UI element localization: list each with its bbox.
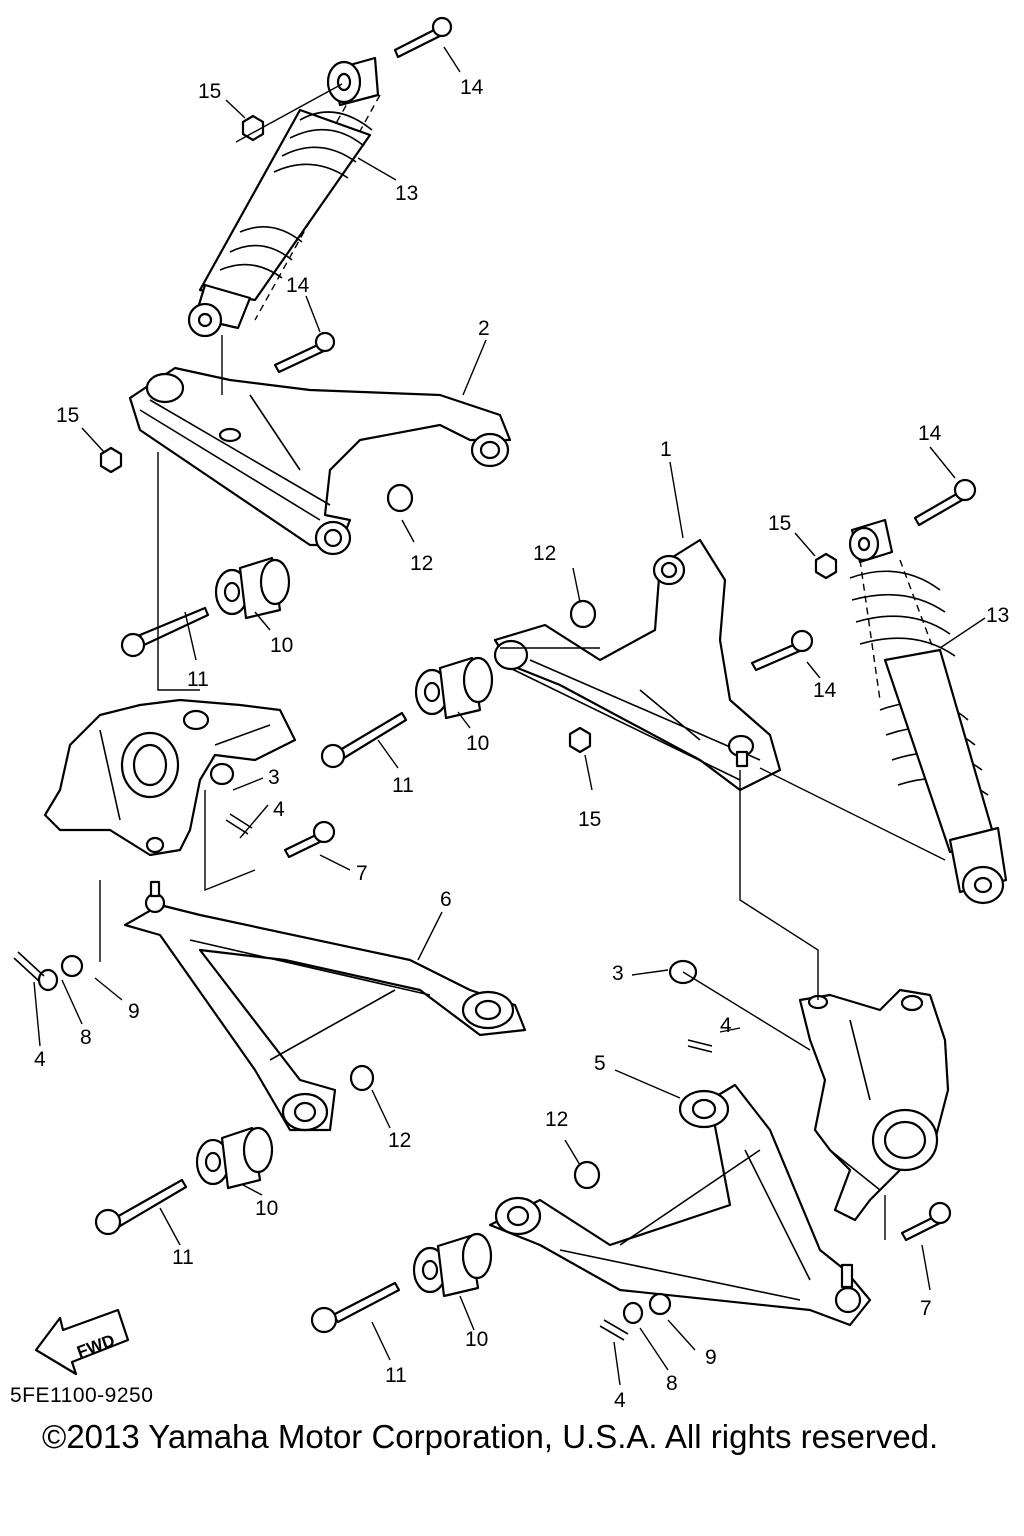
- callout-4-right: 4: [720, 1014, 732, 1037]
- callout-9-right: 9: [705, 1346, 717, 1369]
- callout-8-right: 8: [666, 1372, 678, 1395]
- callout-8-left: 8: [80, 1026, 92, 1049]
- callout-4-lower-right: 4: [614, 1389, 626, 1412]
- callout-12-lower-left: 12: [388, 1129, 411, 1152]
- bolt-7-left: [283, 820, 336, 859]
- steering-knuckle-left: [43, 698, 297, 857]
- bolt-14-top: [393, 16, 453, 59]
- callout-leaders: [33, 46, 986, 1386]
- callout-15-top: 15: [198, 80, 221, 103]
- bolt-11-lower-right: [310, 1281, 401, 1334]
- bolt-14-upper-arm: [273, 331, 336, 374]
- bushing-set-upper-left: [214, 556, 291, 620]
- callout-4-upper-left: 4: [273, 798, 285, 821]
- callout-11-upper-left: 11: [187, 668, 209, 691]
- bushing-set-lower-right: [412, 1232, 493, 1298]
- callout-3-right: 3: [612, 962, 624, 985]
- callout-15-right-arm: 15: [578, 808, 601, 831]
- callout-15-right-shock: 15: [768, 512, 791, 535]
- callout-7-right: 7: [920, 1297, 932, 1320]
- callout-14-top: 14: [460, 76, 484, 99]
- callout-3-left: 3: [268, 766, 280, 789]
- callout-12-upper-left: 12: [410, 552, 433, 575]
- nuts-and-washers: [13, 114, 838, 1341]
- bolt-7-right: [900, 1201, 952, 1242]
- fwd-arrow: FWD: [34, 1308, 130, 1376]
- callout-15-left-arm: 15: [56, 404, 79, 427]
- assembly-guide-lines: [99, 83, 946, 1240]
- callout-10-lower-left: 10: [255, 1197, 278, 1220]
- callout-11-upper-right: 11: [392, 774, 414, 797]
- lower-arm-left: [123, 880, 527, 1132]
- callout-5: 5: [594, 1052, 606, 1075]
- callout-14-right-shock: 14: [918, 422, 942, 445]
- shock-absorber-right: [848, 518, 1008, 905]
- callout-14-upper-arm: 14: [286, 274, 310, 297]
- bolt-11-upper-left: [120, 606, 210, 658]
- callout-6: 6: [440, 888, 452, 911]
- callout-10-upper-left: 10: [270, 634, 293, 657]
- callout-10-lower-right: 10: [465, 1328, 488, 1351]
- bolt-14-right-arm: [750, 629, 814, 672]
- callout-12-upper-right: 12: [533, 542, 556, 565]
- copyright-notice: ©2013 Yamaha Motor Corporation, U.S.A. A…: [42, 1418, 939, 1455]
- upper-arm-left: [128, 366, 512, 556]
- callout-11-lower-left: 11: [172, 1246, 194, 1269]
- upper-arm-right: [493, 538, 782, 792]
- lower-arm-right: [488, 1083, 872, 1327]
- callout-12-lower-right: 12: [545, 1108, 568, 1131]
- callout-9-left: 9: [128, 1000, 140, 1023]
- callout-1: 1: [660, 438, 672, 461]
- shock-absorber-left: [187, 56, 381, 338]
- callout-4-lower-left: 4: [34, 1048, 46, 1071]
- callout-7-left: 7: [356, 862, 368, 885]
- bolt-11-lower-left: [94, 1178, 188, 1236]
- diagram-reference-code: 5FE1100-9250: [10, 1384, 154, 1407]
- bushing-set-lower-left: [195, 1126, 274, 1190]
- callout-13-left: 13: [395, 182, 418, 205]
- bolt-11-upper-right: [320, 711, 408, 769]
- callout-11-lower-right: 11: [385, 1364, 407, 1387]
- bolt-14-right-shock: [913, 478, 977, 527]
- callout-10-upper-right: 10: [466, 732, 489, 755]
- callout-2: 2: [478, 317, 490, 340]
- bushing-set-upper-right: [414, 656, 494, 720]
- steering-knuckle-right: [798, 988, 950, 1222]
- callout-13-right: 13: [986, 604, 1009, 627]
- callout-numbers: 15 14 13 14 2 15 12 10 11 1 14 15 12 13 …: [34, 76, 1009, 1412]
- callout-14-right-arm: 14: [813, 679, 837, 702]
